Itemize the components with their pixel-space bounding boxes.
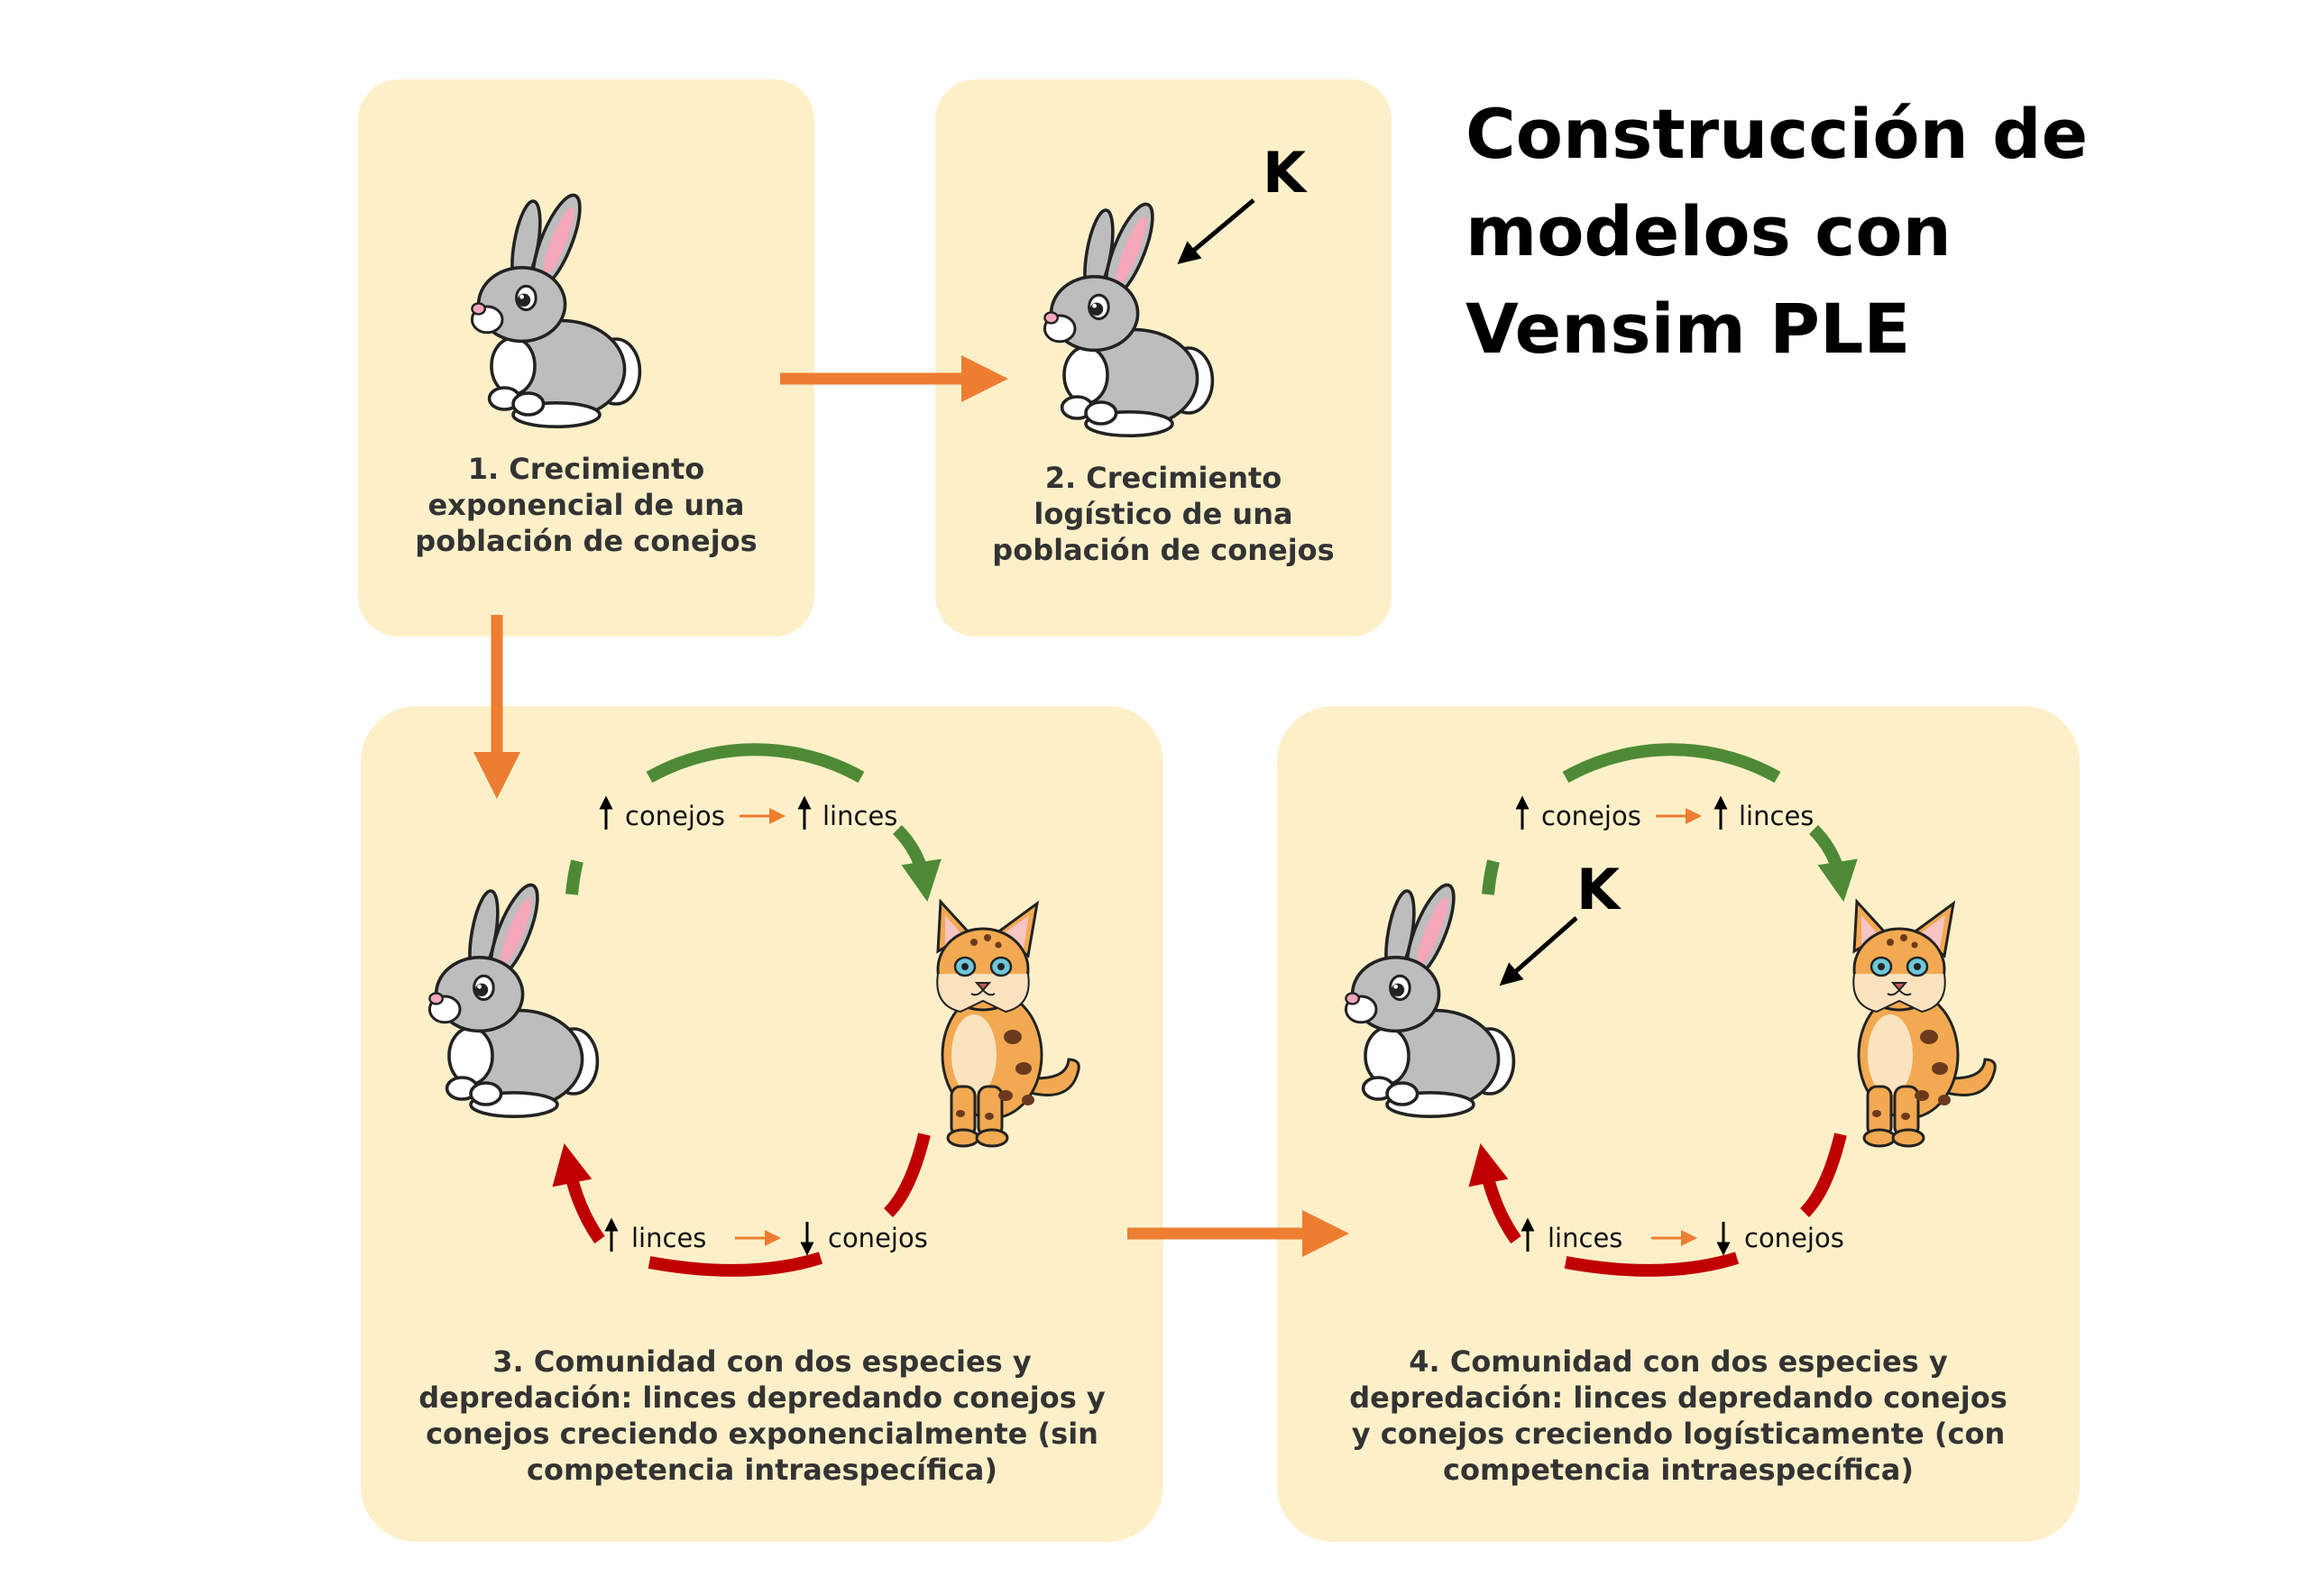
box-3 bbox=[361, 706, 1163, 1542]
page-title: Construcción de modelos con Vensim PLE bbox=[1465, 86, 2277, 378]
caption-line: población de conejos bbox=[415, 524, 758, 558]
caption-line: conejos creciendo exponencialmente (sin bbox=[426, 1417, 1098, 1451]
caption-line: 3. Comunidad con dos especies y bbox=[492, 1344, 1032, 1379]
box-3-caption: 3. Comunidad con dos especies y depredac… bbox=[361, 1344, 1163, 1488]
k-label: K bbox=[1263, 140, 1308, 206]
green-arrow bbox=[1808, 825, 1858, 903]
caption-line: 1. Crecimiento bbox=[467, 452, 705, 486]
box-4-caption: 4. Comunidad con dos especies y depredac… bbox=[1277, 1344, 2080, 1488]
k-arrow bbox=[1177, 198, 1255, 265]
cycle-top-from: conejos bbox=[1541, 801, 1641, 831]
title-line: Construcción de bbox=[1465, 94, 2089, 174]
caption-line: depredación: linces depredando conejos y bbox=[418, 1380, 1106, 1415]
box-4 bbox=[1277, 706, 2080, 1542]
cycle-top-from: conejos bbox=[625, 801, 725, 831]
caption-line: población de conejos bbox=[992, 533, 1335, 567]
box-2-caption: 2. Crecimiento logístico de una població… bbox=[935, 460, 1392, 568]
green-arc bbox=[1482, 859, 1500, 895]
green-arc bbox=[565, 859, 583, 895]
box-1-caption: 1. Crecimiento exponencial de una poblac… bbox=[358, 451, 814, 559]
caption-line: competencia intraespecífica) bbox=[1443, 1453, 1914, 1487]
cycle-top-to: linces bbox=[1739, 801, 1814, 831]
green-arrow bbox=[892, 825, 942, 903]
caption-line: 2. Crecimiento bbox=[1044, 461, 1282, 495]
red-arrow bbox=[1468, 1143, 1521, 1244]
cycle-bottom-to: conejos bbox=[1744, 1223, 1844, 1253]
caption-line: 4. Comunidad con dos especies y bbox=[1409, 1344, 1948, 1379]
caption-line: depredación: linces depredando conejos bbox=[1349, 1380, 2007, 1415]
caption-line: y conejos creciendo logísticamente (con bbox=[1351, 1417, 2006, 1451]
red-arc bbox=[1799, 1133, 1847, 1217]
red-arrow bbox=[552, 1143, 605, 1244]
title-line: Vensim PLE bbox=[1465, 289, 1911, 369]
cycle-bottom-from: linces bbox=[631, 1223, 706, 1253]
red-arc bbox=[648, 1252, 823, 1277]
caption-line: competencia intraespecífica) bbox=[527, 1453, 997, 1487]
green-arc bbox=[1562, 743, 1781, 784]
cycle-bottom-to: conejos bbox=[828, 1223, 928, 1253]
cycle-top-to: linces bbox=[822, 801, 897, 831]
red-arc bbox=[1564, 1252, 1740, 1277]
caption-line: logístico de una bbox=[1034, 497, 1293, 531]
caption-line: exponencial de una bbox=[427, 488, 745, 522]
red-arc bbox=[883, 1133, 931, 1217]
green-arc bbox=[646, 743, 865, 784]
cycle-bottom-from: linces bbox=[1548, 1223, 1622, 1253]
title-line: modelos con bbox=[1465, 191, 1952, 271]
k-arrow bbox=[1499, 916, 1578, 986]
k-label: K bbox=[1576, 857, 1622, 922]
